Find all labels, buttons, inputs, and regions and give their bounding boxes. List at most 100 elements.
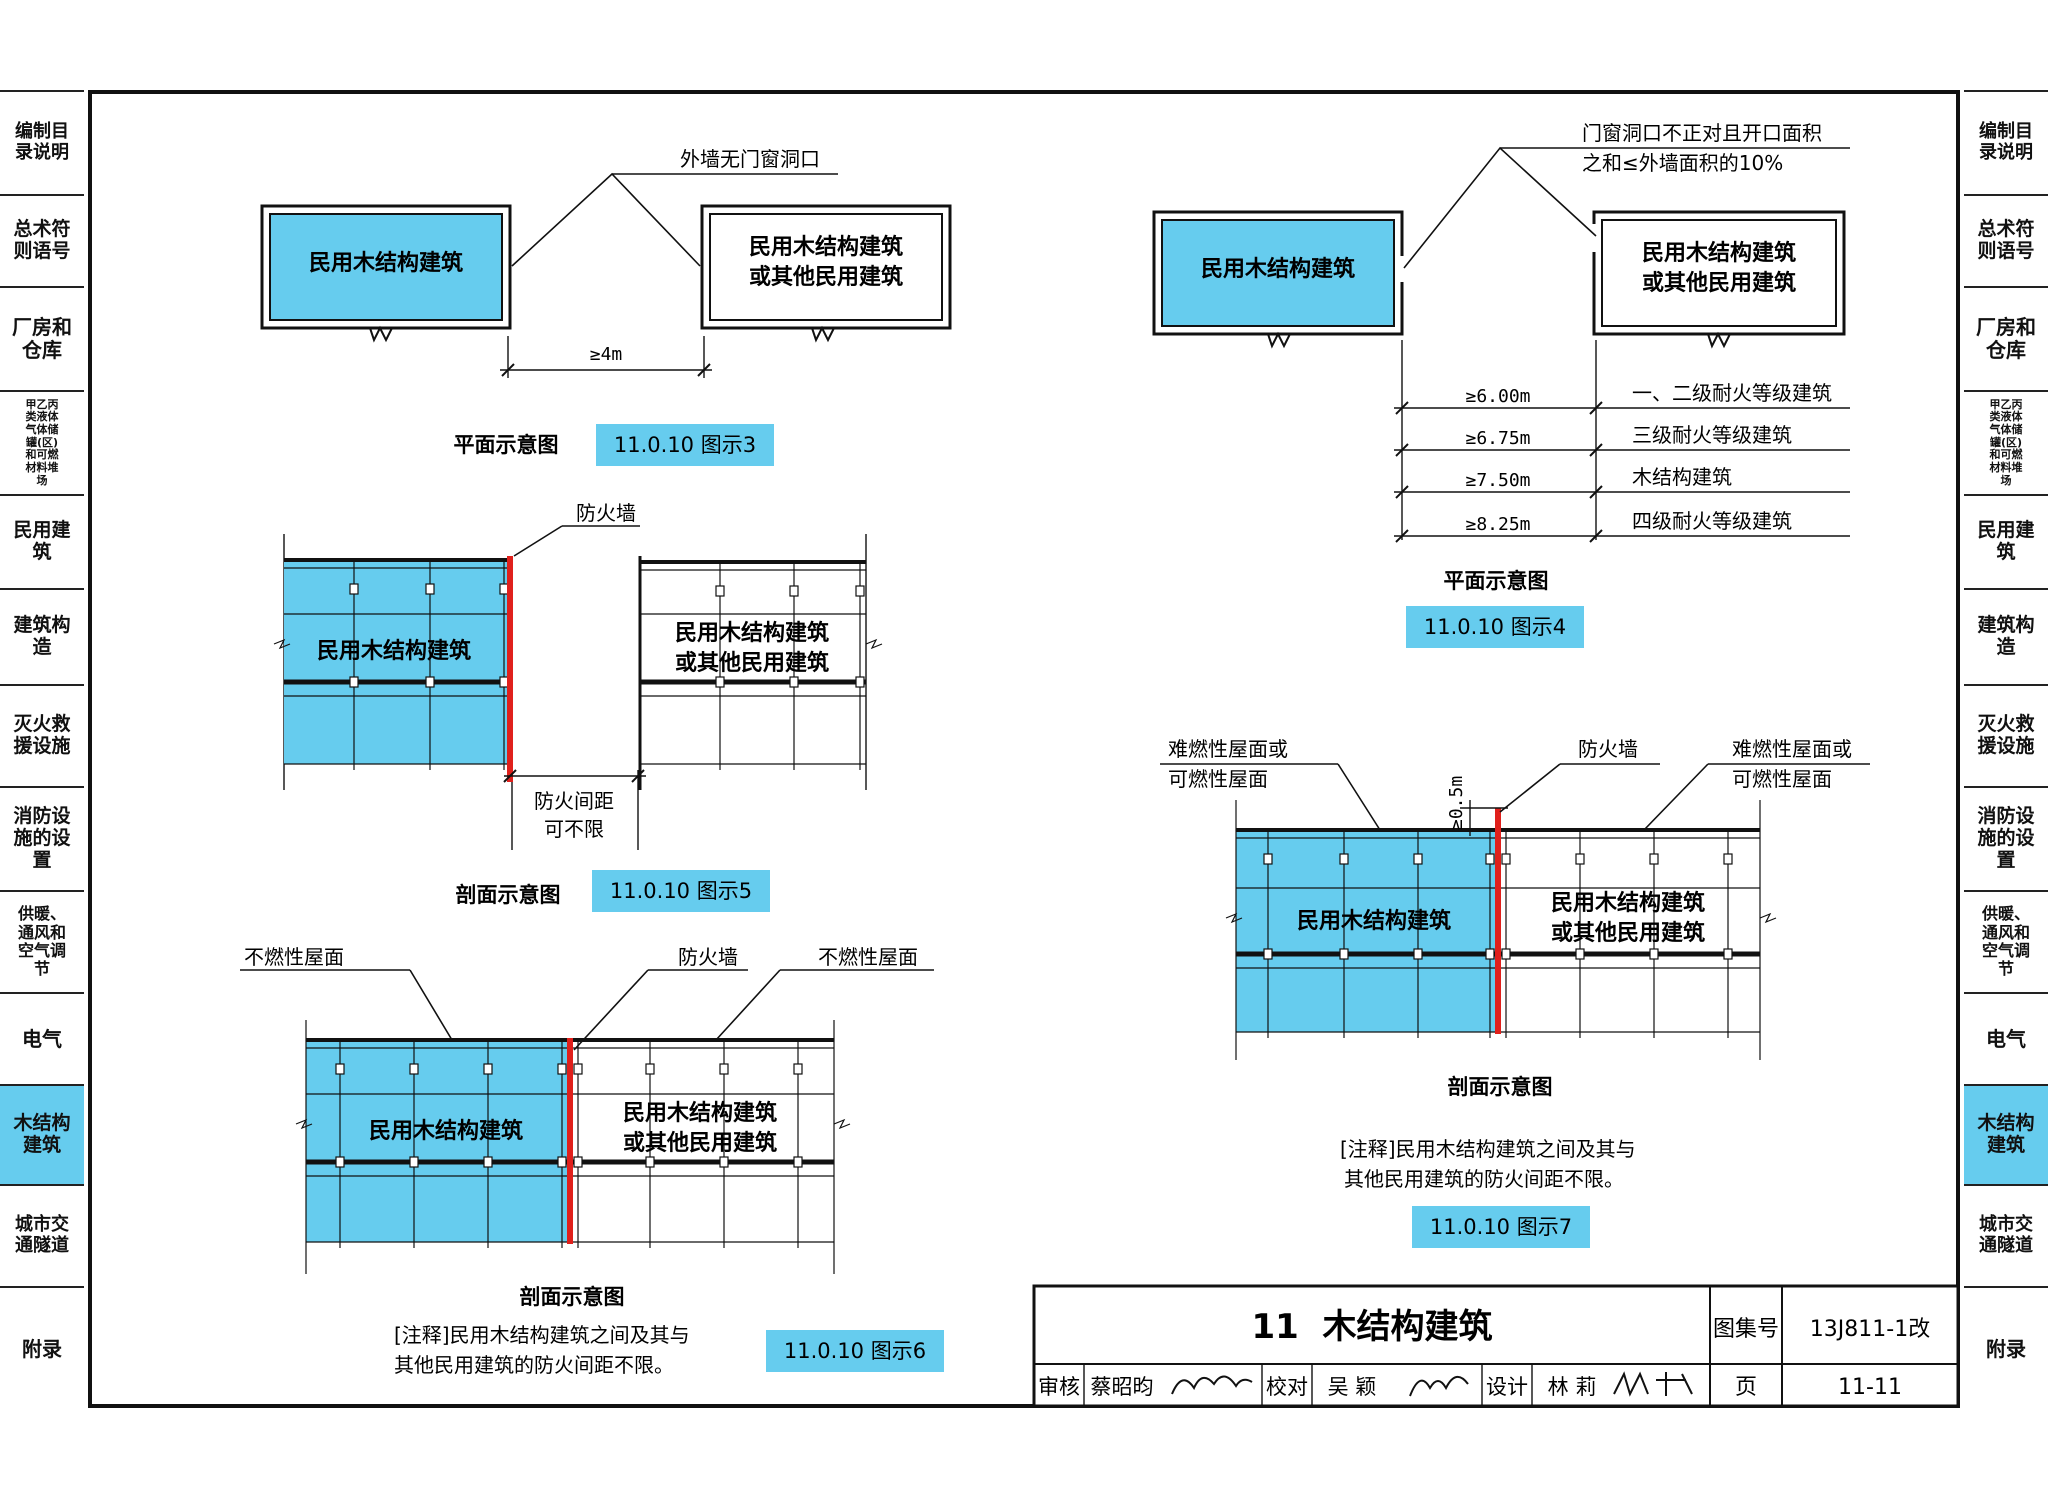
side-tab-6[interactable]: 灭火救援设施 xyxy=(0,684,84,786)
fig7-figno: 11.0.10 图示7 xyxy=(1430,1215,1572,1239)
fig5-figno-bg xyxy=(592,870,770,912)
left-side-tabs: 编制目录说明总术符则语号厂房和仓库甲乙丙类液体气体储罐(区)和可燃材料堆场民用建… xyxy=(0,90,84,1410)
side-tab-5[interactable]: 建筑构造 xyxy=(1964,588,2048,684)
fig6-timber-column-cap-3 xyxy=(557,1063,567,1075)
side-tab-1[interactable]: 总术符则语号 xyxy=(1964,194,2048,286)
fig7-timber-column-joint-1 xyxy=(1339,948,1349,960)
side-tab-9[interactable]: 电气 xyxy=(1964,992,2048,1084)
fig5-timber-column-joint-0 xyxy=(349,676,359,688)
fig6-roof-right: 不燃性屋面 xyxy=(818,945,918,969)
fig3-other-building xyxy=(709,213,943,321)
side-tab-3[interactable]: 甲乙丙类液体气体储罐(区)和可燃材料堆场 xyxy=(1964,390,2048,494)
fig6-other-label-2: 或其他民用建筑 xyxy=(623,1130,777,1156)
side-tab-label: 建筑构造 xyxy=(1977,614,2035,658)
side-tab-label: 甲乙丙类液体气体储罐(区)和可燃材料堆场 xyxy=(1989,397,2023,487)
fig7-section-diagram: 民用木结构建筑 民用木结构建筑 或其他民用建筑 难燃性屋面或 可燃性屋面 防火墙… xyxy=(1160,737,1870,1248)
fig4-dim-ticks-0 xyxy=(1395,401,1603,415)
side-tab-9[interactable]: 电气 xyxy=(0,992,84,1084)
side-tab-label: 总术符则语号 xyxy=(13,218,71,262)
title-block-title: 11 木结构建筑 xyxy=(1252,1307,1493,1347)
fig7-other-column-cap-3 xyxy=(1723,853,1733,865)
fig4-timber-building xyxy=(1161,219,1395,327)
side-tab-2[interactable]: 厂房和仓库 xyxy=(0,286,84,390)
side-tab-8[interactable]: 供暖、通风和空气调节 xyxy=(0,890,84,992)
fig4-callout-2: 之和≤外墙面积的10% xyxy=(1582,151,1783,175)
fig4-dim-desc-2: 木结构建筑 xyxy=(1632,465,1732,489)
side-tab-12[interactable]: 附录 xyxy=(1964,1286,2048,1410)
fig5-timber-column-cap-1 xyxy=(425,583,435,595)
side-tab-0[interactable]: 编制目录说明 xyxy=(1964,90,2048,194)
side-tab-12[interactable]: 附录 xyxy=(0,1286,84,1410)
fig7-other-column-joint-2 xyxy=(1649,948,1659,960)
fig7-roof-left-leader xyxy=(1337,763,1381,831)
side-tab-7[interactable]: 消防设施的设置 xyxy=(1964,786,2048,890)
fig7-other-column-joint-0 xyxy=(1501,948,1511,960)
fig3-door-left xyxy=(369,325,393,343)
fig3-door-right xyxy=(811,325,835,343)
fig5-gap-label-2: 可不限 xyxy=(544,817,604,841)
side-tab-2[interactable]: 厂房和仓库 xyxy=(1964,286,2048,390)
fig4-dim-ticks-1 xyxy=(1395,443,1603,457)
fig7-roof-left-2: 可燃性屋面 xyxy=(1168,767,1268,791)
side-tab-label: 供暖、通风和空气调节 xyxy=(17,904,66,979)
side-tab-10[interactable]: 木结构建筑 xyxy=(0,1084,84,1184)
fig4-other-label-2: 或其他民用建筑 xyxy=(1642,270,1796,296)
fig4-dim-desc-3: 四级耐火等级建筑 xyxy=(1632,509,1792,533)
side-tab-4[interactable]: 民用建筑 xyxy=(1964,494,2048,588)
side-tab-8[interactable]: 供暖、通风和空气调节 xyxy=(1964,890,2048,992)
fig6-timber-break-left xyxy=(295,1118,313,1130)
fig6-other-column-cap-1 xyxy=(645,1063,655,1075)
side-tab-5[interactable]: 建筑构造 xyxy=(0,588,84,684)
fig6-other-label-1: 民用木结构建筑 xyxy=(623,1100,777,1126)
fig6-timber-column-cap-2 xyxy=(483,1063,493,1075)
fig7-firewall-leader xyxy=(1499,763,1561,813)
fig6-section-diagram: 民用木结构建筑 民用木结构建筑 或其他民用建筑 不燃性屋面 防火墙 不燃性屋面 … xyxy=(240,945,944,1377)
checker-signature xyxy=(1409,1376,1469,1397)
side-tab-label: 消防设施的设置 xyxy=(13,805,71,871)
atlas-number: 13J811-1改 xyxy=(1810,1317,1930,1342)
side-tab-11[interactable]: 城市交通隧道 xyxy=(1964,1184,2048,1286)
fig7-height-dim: ≥0.5m xyxy=(1446,776,1467,830)
side-tab-6[interactable]: 灭火救援设施 xyxy=(1964,684,2048,786)
fig3-plan-diagram: 民用木结构建筑 民用木结构建筑 或其他民用建筑 外墙无门窗洞口 ≥4m 平面示意… xyxy=(260,147,952,466)
fig6-other-column-joint-0 xyxy=(573,1156,583,1168)
fig6-note-1: [注释]民用木结构建筑之间及其与 xyxy=(394,1323,690,1347)
side-tab-1[interactable]: 总术符则语号 xyxy=(0,194,84,286)
title-block: 11 木结构建筑 图集号 13J811-1改 页 11-11 审核 蔡昭昀 校对… xyxy=(1032,1284,1960,1408)
fig3-callout-leader xyxy=(511,172,701,267)
fig5-timber-break-left xyxy=(273,638,291,650)
side-tab-3[interactable]: 甲乙丙类液体气体储罐(区)和可燃材料堆场 xyxy=(0,390,84,494)
fig4-dim-ticks-2 xyxy=(1395,485,1603,499)
fig6-timber-column-joint-0 xyxy=(335,1156,345,1168)
fig6-other-column-cap-2 xyxy=(719,1063,729,1075)
side-tab-label: 编制目录说明 xyxy=(1979,121,2033,163)
fig7-other-break-right xyxy=(1759,912,1777,924)
fig6-other-column-cap-0 xyxy=(573,1063,583,1075)
fig5-other-column-cap-0 xyxy=(715,585,725,597)
fig3-dim-text: ≥4m xyxy=(590,344,623,365)
side-tab-0[interactable]: 编制目录说明 xyxy=(0,90,84,194)
side-tab-7[interactable]: 消防设施的设置 xyxy=(0,786,84,890)
fig4-dim-desc-1: 三级耐火等级建筑 xyxy=(1632,423,1792,447)
fig7-other-label-2: 或其他民用建筑 xyxy=(1551,920,1705,946)
fig6-other-break-right xyxy=(833,1118,851,1130)
side-tab-label: 供暖、通风和空气调节 xyxy=(1981,904,2030,979)
fig7-timber-column-cap-3 xyxy=(1485,853,1495,865)
fig5-gap-ticks xyxy=(503,769,645,783)
side-tab-label: 编制目录说明 xyxy=(15,121,69,163)
fig7-other-column-cap-1 xyxy=(1575,853,1585,865)
fig5-other-column-cap-1 xyxy=(789,585,799,597)
fig5-other-label-1: 民用木结构建筑 xyxy=(675,620,829,646)
fig5-timber-column-joint-2 xyxy=(499,676,509,688)
fig4-plan-diagram: 民用木结构建筑 民用木结构建筑 或其他民用建筑 门窗洞口不正对且开口面积 之和≤… xyxy=(1152,121,1850,648)
fig4-timber-label: 民用木结构建筑 xyxy=(1201,256,1355,282)
side-tab-10[interactable]: 木结构建筑 xyxy=(1964,1084,2048,1184)
side-tab-4[interactable]: 民用建筑 xyxy=(0,494,84,588)
side-tab-label: 附录 xyxy=(22,1336,62,1361)
fig5-other-break-right xyxy=(865,638,883,650)
check-label: 校对 xyxy=(1266,1375,1308,1399)
side-tab-11[interactable]: 城市交通隧道 xyxy=(0,1184,84,1286)
fig6-roof-left-leader xyxy=(409,969,453,1041)
fig6-timber-column-joint-2 xyxy=(483,1156,493,1168)
